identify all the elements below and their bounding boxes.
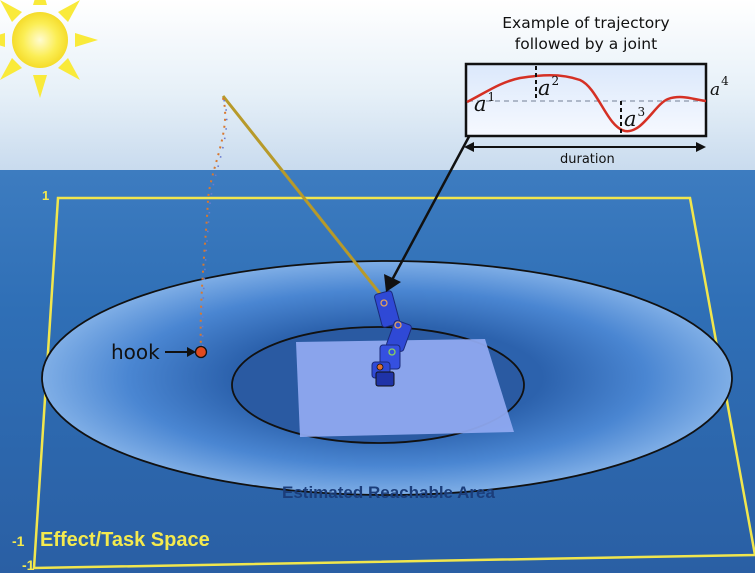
reachable-area-label: Estimated Reachable Area	[282, 483, 495, 502]
hook-icon	[194, 345, 208, 359]
inset-pointer	[390, 130, 474, 281]
hook-arrowhead	[187, 347, 196, 357]
axis-label-left: -1	[12, 533, 25, 549]
hook-label: hook	[111, 340, 160, 364]
task-space-frame	[32, 196, 755, 570]
axis-label-top: 1	[42, 188, 50, 203]
duration-arrowhead-left	[464, 142, 474, 152]
string-trajectory	[199, 97, 227, 351]
label-a1: a1	[474, 90, 496, 116]
inset-title-line2: followed by a joint	[514, 35, 658, 53]
duration-label: duration	[560, 152, 615, 167]
joint-trajectory-curve	[466, 74, 707, 133]
label-a3: a3	[624, 105, 646, 131]
label-a2: a2	[538, 74, 560, 100]
task-space-label: Effect/Task Space	[40, 529, 210, 551]
duration-arrowhead-right	[696, 142, 706, 152]
axis-label-bottom: -1	[22, 557, 35, 573]
label-a4: a4	[710, 74, 729, 100]
string-trajectory-alt	[201, 99, 228, 351]
inset-title-line1: Example of trajectory	[502, 14, 670, 32]
fishing-rod	[221, 95, 387, 301]
trajectory-inset	[464, 62, 708, 138]
inset-pointer-head	[384, 274, 401, 292]
robot-arm-icon	[371, 290, 412, 387]
sun-icon	[0, 0, 98, 98]
table-surface	[296, 339, 514, 437]
